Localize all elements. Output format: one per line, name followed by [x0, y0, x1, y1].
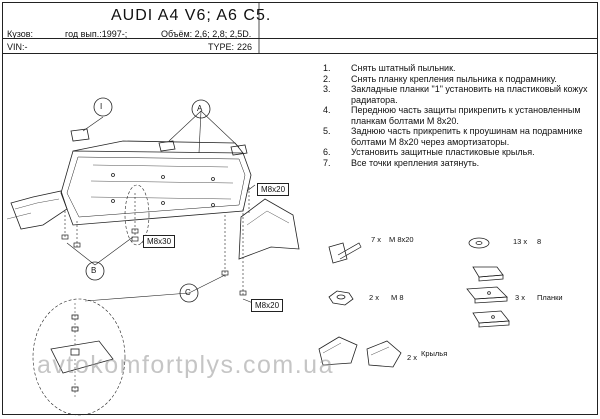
- step-item: 6.Установить защитные пластиковые крылья…: [323, 147, 535, 157]
- bolt-size: M 8x20: [389, 235, 414, 244]
- bolt-spec-m8x20-bottom: M8x20: [251, 299, 284, 312]
- washer-size: 8: [537, 237, 542, 246]
- installation-steps: 1.Снять штатный пыльник. 2.Снять планку …: [323, 63, 593, 168]
- callout-a-label: A: [197, 104, 203, 113]
- part-bolt-drawing: [328, 242, 362, 264]
- engine-volume-label: Объём: 2,6; 2,8; 2,5D.: [161, 29, 252, 39]
- watermark-text: avtokomfortplys.com.ua: [37, 351, 334, 379]
- detail-view-drawing: [32, 298, 126, 416]
- plate-name: Планки: [537, 293, 563, 302]
- sheet-header: AUDI A4 V6; A6 C5. Кузов: год вып.:1997-…: [3, 3, 597, 54]
- bolt-qty: 7 x: [371, 235, 382, 244]
- mounting-plates-drawing: [70, 128, 248, 156]
- callout-c-label: C: [185, 288, 191, 297]
- part-nut-drawing: [328, 290, 354, 306]
- step-item: 2.Снять планку крепления пыльника к подр…: [323, 73, 557, 84]
- detail-ellipse: [124, 184, 150, 246]
- left-wing-drawing: [6, 190, 68, 230]
- nut-size: M 8: [391, 293, 404, 302]
- callout-circle-b: [85, 261, 105, 281]
- part-wings-drawing: [318, 336, 402, 368]
- callout-circle-1: [93, 97, 113, 117]
- part-plates-drawing: [466, 266, 510, 328]
- plate-qty: 3 x: [515, 293, 526, 302]
- step-item: 1.Снять штатный пыльник.: [323, 63, 456, 73]
- header-divider: [3, 38, 597, 39]
- bolt-spec-m8x30: M8x30: [143, 235, 176, 248]
- sheet-title: AUDI A4 V6; A6 C5.: [111, 7, 272, 24]
- bolt-spec-m8x20-top: M8x20: [257, 183, 290, 196]
- wing-qty: 2 x: [407, 353, 418, 362]
- wing-name: Крылья: [421, 349, 448, 358]
- callout-circle-c: [179, 283, 199, 303]
- step-item: 4.Переднюю часть защиты прикрепить к уст…: [323, 105, 581, 126]
- body-label: Кузов:: [7, 29, 34, 39]
- part-washer-drawing: [468, 237, 490, 249]
- step-item: 7.Все точки крепления затянуть.: [323, 157, 480, 168]
- step-item: 3.Закладные планки "1" установить на пла…: [323, 84, 588, 105]
- assembly-drawing: [6, 3, 510, 416]
- year-label: год вып.:1997-;: [65, 29, 128, 39]
- vin-label: VIN:-: [7, 42, 28, 52]
- callout-b-label: B: [91, 266, 97, 275]
- callout-circle-a: [191, 99, 211, 119]
- type-value: 226: [237, 42, 253, 52]
- washer-qty: 13 x: [513, 237, 528, 246]
- type-label: TYPE:: [208, 42, 235, 52]
- skid-plate-drawing: [60, 140, 252, 226]
- right-wing-drawing: [238, 198, 300, 260]
- callout-leader-lines: [66, 110, 256, 304]
- callout-1-label: I: [100, 102, 103, 111]
- nut-qty: 2 x: [369, 293, 380, 302]
- step-item: 5.Заднюю часть прикрепить к проушинам на…: [323, 126, 583, 147]
